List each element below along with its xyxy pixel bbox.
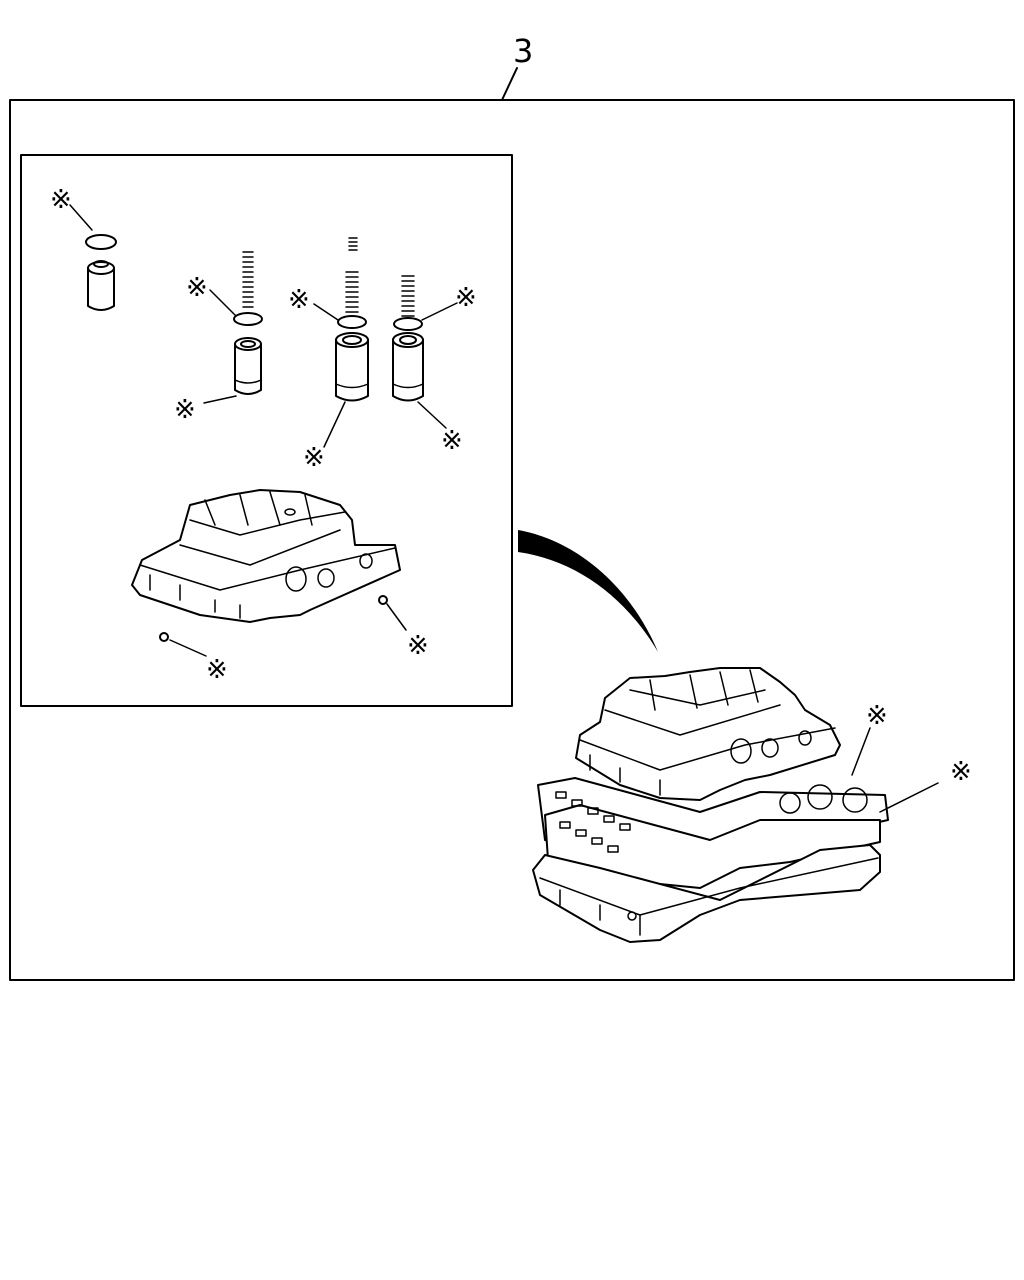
check-ball-1 bbox=[159, 632, 169, 642]
mark-3: ※ bbox=[174, 395, 196, 425]
upper-valve-body bbox=[575, 667, 841, 801]
mark-2: ※ bbox=[186, 273, 208, 303]
inset-frame bbox=[20, 154, 513, 707]
valve-part-2 bbox=[335, 237, 369, 402]
mark-11: ※ bbox=[950, 757, 972, 787]
mark-1: ※ bbox=[50, 185, 72, 215]
mark-6: ※ bbox=[455, 283, 477, 313]
mark-8: ※ bbox=[206, 655, 228, 685]
mark-10: ※ bbox=[866, 701, 888, 731]
separator-gaskets bbox=[537, 777, 889, 889]
mark-symbols: ※ ※ ※ ※ ※ ※ ※ ※ ※ ※ ※ bbox=[50, 185, 972, 787]
connector-arrow bbox=[518, 530, 658, 652]
mark-9: ※ bbox=[407, 631, 429, 661]
valve-part-1 bbox=[233, 251, 263, 395]
outer-frame bbox=[9, 99, 1015, 981]
mark-4: ※ bbox=[288, 285, 310, 315]
inset-valve-body bbox=[131, 489, 401, 623]
main-leader-lines bbox=[851, 727, 939, 813]
lower-valve-body bbox=[532, 844, 881, 943]
callout-number: 3 bbox=[513, 32, 533, 70]
valve-part-3 bbox=[392, 275, 424, 402]
inset-leader-lines bbox=[69, 204, 458, 657]
mark-5: ※ bbox=[303, 443, 325, 473]
check-ball-2 bbox=[378, 595, 388, 605]
plug-part bbox=[85, 234, 117, 311]
mark-7: ※ bbox=[441, 426, 463, 456]
callout-leader bbox=[501, 67, 518, 101]
